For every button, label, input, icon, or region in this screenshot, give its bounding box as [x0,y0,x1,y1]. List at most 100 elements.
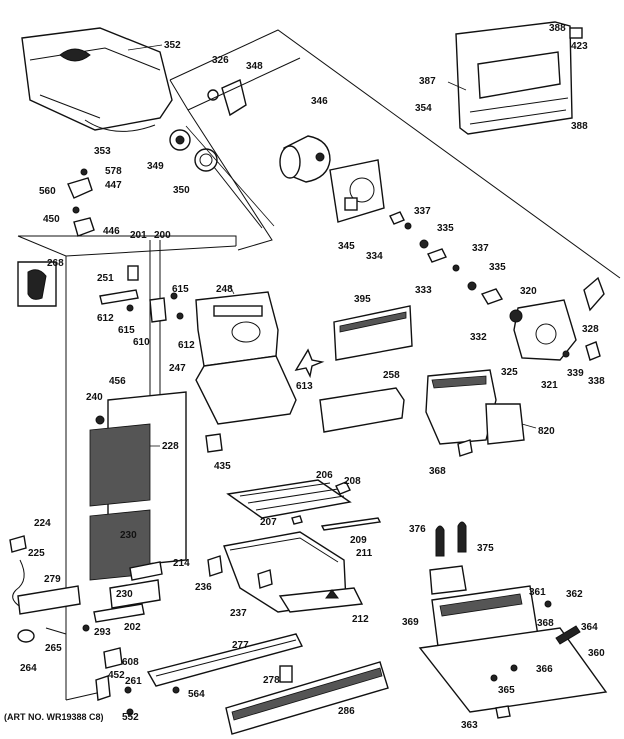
label-368-top: 368 [429,466,446,477]
label-321: 321 [541,380,558,391]
label-348: 348 [246,61,263,72]
part-435-clip [205,433,223,453]
part-613-fan-blade [294,348,325,379]
label-612-right: 612 [178,340,195,351]
label-335-bottom: 335 [489,262,506,273]
part-456-liner [17,235,237,701]
part-211-drawer [223,531,364,613]
label-261: 261 [125,676,142,687]
label-345: 345 [338,241,355,252]
label-208: 208 [344,476,361,487]
label-364: 364 [581,622,598,633]
part-279-drain-pan [9,535,81,615]
label-608: 608 [122,657,139,668]
part-325-dispenser-motor [509,276,605,361]
part-277-rail [146,633,304,687]
part-345-mount-plate [329,159,385,223]
label-230-bottom: 230 [116,589,133,600]
label-338: 338 [588,376,605,387]
label-236: 236 [195,582,212,593]
label-452: 452 [108,670,125,681]
label-237: 237 [230,608,247,619]
label-225: 225 [28,548,45,559]
label-268: 268 [47,258,64,269]
part-236-237-hardware [207,555,273,589]
label-211: 211 [356,548,373,559]
label-209: 209 [350,535,367,546]
label-615-left: 615 [118,325,135,336]
part-447-bracket [67,168,95,237]
part-268-light-socket [17,261,57,307]
freezer-door-outline [169,29,621,279]
label-325: 325 [501,367,518,378]
part-350-auger [169,125,275,229]
label-346: 346 [311,96,328,107]
label-286: 286 [338,706,355,717]
callout-labels: 352 326 348 346 353 349 350 388 423 387 … [4,23,605,731]
part-247-air-duct [195,285,297,425]
label-446: 446 [103,226,120,237]
label-350: 350 [173,185,190,196]
label-251: 251 [97,273,114,284]
label-387: 387 [419,76,436,87]
label-207: 207 [260,517,277,528]
label-365: 365 [498,685,515,696]
label-248: 248 [216,284,233,295]
label-332: 332 [470,332,487,343]
label-337-top: 337 [414,206,431,217]
part-360-machine-compartment [418,565,608,719]
label-224: 224 [34,518,51,529]
label-337-bottom: 337 [472,243,489,254]
label-552: 552 [122,712,139,723]
part-387-dispenser-frame [447,21,583,135]
label-360: 360 [588,648,605,659]
label-328: 328 [582,324,599,335]
label-456: 456 [109,376,126,387]
label-201: 201 [130,230,147,241]
label-361: 361 [529,587,546,598]
label-366: 366 [536,664,553,675]
part-395-control-board [333,305,413,361]
label-339: 339 [567,368,584,379]
label-447: 447 [105,180,122,191]
label-363: 363 [461,720,478,731]
part-375-harness [435,521,467,557]
label-352: 352 [164,40,181,51]
part-214-bracket [82,561,163,632]
part-258-cover [319,387,405,433]
label-320: 320 [520,286,537,297]
label-212: 212 [352,614,369,625]
label-353: 353 [94,146,111,157]
label-202: 202 [124,622,141,633]
label-240: 240 [86,392,103,403]
label-395: 395 [354,294,371,305]
label-612-left: 612 [97,313,114,324]
label-613: 613 [296,381,313,392]
label-334: 334 [366,251,383,262]
label-615-right: 615 [172,284,189,295]
label-258: 258 [383,370,400,381]
label-354: 354 [415,103,432,114]
label-200: 200 [154,230,171,241]
label-423: 423 [571,41,588,52]
label-388-top: 388 [549,23,566,34]
label-214: 214 [173,558,190,569]
label-375: 375 [477,543,494,554]
label-206: 206 [316,470,333,481]
label-293: 293 [94,627,111,638]
label-349: 349 [147,161,164,172]
label-368-bottom: 368 [537,618,554,629]
label-578: 578 [105,166,122,177]
label-369: 369 [402,617,419,628]
label-247: 247 [169,363,186,374]
part-820-ice-maker [425,369,537,445]
label-228: 228 [162,441,179,452]
label-333: 333 [415,285,432,296]
part-346-auger-motor [279,135,331,183]
part-286-base-grille [225,661,389,735]
label-278: 278 [263,675,280,686]
label-279: 279 [44,574,61,585]
label-564: 564 [188,689,205,700]
label-435: 435 [214,461,231,472]
